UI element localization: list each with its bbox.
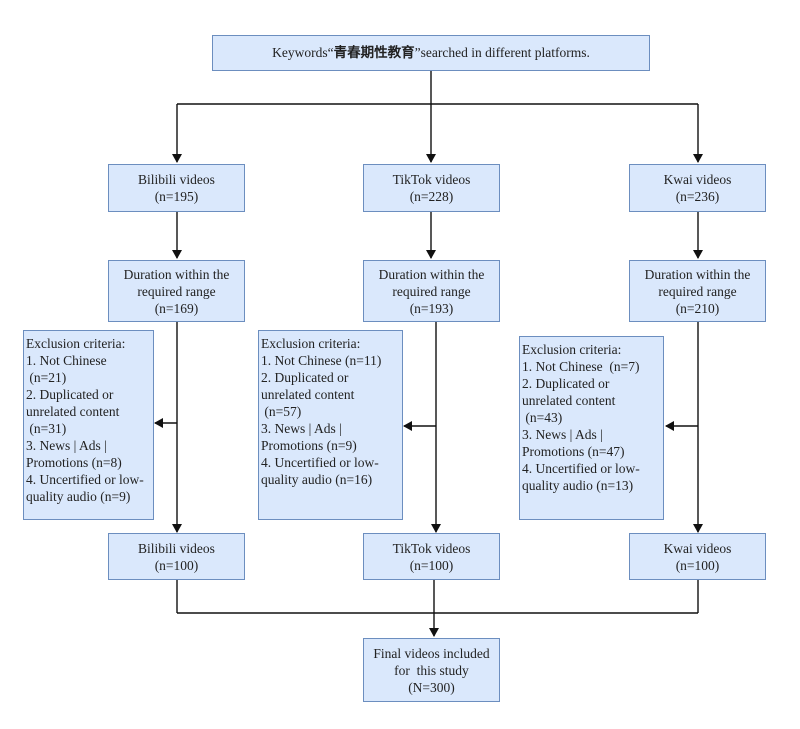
tiktok-exclusion-line: 2. Duplicated or <box>261 370 349 385</box>
kwai-final-count: (n=100) <box>675 557 720 573</box>
bilibili-exclusion-line: Promotions (n=8) <box>26 455 122 470</box>
kwai-final-name: Kwai videos <box>663 540 732 556</box>
tiktok-final-count: (n=100) <box>409 557 454 573</box>
final-total-line2: for this study <box>394 662 469 678</box>
kwai-duration-box: Duration within the required range (n=21… <box>629 260 766 322</box>
tiktok-exclusion-line: Exclusion criteria: <box>261 336 361 351</box>
tiktok-exclusion-line: quality audio (n=16) <box>261 472 373 487</box>
tiktok-duration-line1: Duration within the <box>378 266 485 282</box>
tiktok-search-box: TikTok videos (n=228) <box>363 164 500 212</box>
bilibili-exclusion-line: (n=31) <box>26 421 67 436</box>
bilibili-exclusion-box: Exclusion criteria: 1. Not Chinese (n=21… <box>23 330 154 520</box>
tiktok-exclusion-line: (n=57) <box>261 404 302 419</box>
bilibili-search-box: Bilibili videos (n=195) <box>108 164 245 212</box>
root-box: Keywords“青春期性教育”searched in different pl… <box>212 35 650 71</box>
kwai-exclusion-line: unrelated content <box>522 393 616 408</box>
bilibili-exclusion-line: unrelated content <box>26 404 120 419</box>
bilibili-search-count: (n=195) <box>154 189 199 204</box>
kwai-exclusion-line: 1. Not Chinese (n=7) <box>522 359 640 374</box>
bilibili-exclusion-line: Exclusion criteria: <box>26 336 126 351</box>
final-total-line1: Final videos included <box>373 645 490 661</box>
kwai-exclusion-line: 4. Uncertified or low- <box>522 461 640 476</box>
kwai-duration-line2: required range <box>658 283 737 299</box>
final-total-count: (N=300) <box>408 679 455 695</box>
tiktok-final-name: TikTok videos <box>392 540 471 556</box>
kwai-exclusion-line: Promotions (n=47) <box>522 444 625 459</box>
kwai-search-box: Kwai videos (n=236) <box>629 164 766 212</box>
kwai-exclusion-line: Exclusion criteria: <box>522 342 622 357</box>
bilibili-final-box: Bilibili videos (n=100) <box>108 533 245 580</box>
bilibili-exclusion-line: 4. Uncertified or low- <box>26 472 144 487</box>
kwai-exclusion-box: Exclusion criteria: 1. Not Chinese (n=7)… <box>519 336 664 520</box>
kwai-final-box: Kwai videos (n=100) <box>629 533 766 580</box>
kwai-search-count: (n=236) <box>675 189 720 204</box>
kwai-exclusion-line: quality audio (n=13) <box>522 478 634 493</box>
bilibili-duration-count: (n=169) <box>154 300 199 316</box>
root-keyword-suffix: ”searched in different platforms. <box>414 45 590 60</box>
tiktok-duration-line2: required range <box>392 283 471 299</box>
tiktok-exclusion-line: unrelated content <box>261 387 355 402</box>
bilibili-search-name: Bilibili videos <box>138 172 215 187</box>
bilibili-duration-box: Duration within the required range (n=16… <box>108 260 245 322</box>
tiktok-exclusion-line: 4. Uncertified or low- <box>261 455 379 470</box>
tiktok-exclusion-line: Promotions (n=9) <box>261 438 357 453</box>
final-total-box: Final videos included for this study (N=… <box>363 638 500 702</box>
kwai-exclusion-line: 3. News | Ads | <box>522 427 603 442</box>
root-title: Keywords“青春期性教育”searched in different pl… <box>272 44 590 62</box>
bilibili-final-count: (n=100) <box>154 557 199 573</box>
kwai-duration-line1: Duration within the <box>644 266 751 282</box>
kwai-exclusion-line: (n=43) <box>522 410 563 425</box>
bilibili-exclusion-line: quality audio (n=9) <box>26 489 131 504</box>
tiktok-duration-box: Duration within the required range (n=19… <box>363 260 500 322</box>
tiktok-exclusion-line: 3. News | Ads | <box>261 421 342 436</box>
root-keyword-prefix: Keywords“ <box>272 45 334 60</box>
bilibili-final-name: Bilibili videos <box>138 540 215 556</box>
tiktok-final-box: TikTok videos (n=100) <box>363 533 500 580</box>
tiktok-search-count: (n=228) <box>409 189 454 204</box>
tiktok-search-name: TikTok videos <box>392 172 471 187</box>
tiktok-exclusion-line: 1. Not Chinese (n=11) <box>261 353 382 368</box>
bilibili-exclusion-line: 2. Duplicated or <box>26 387 114 402</box>
kwai-duration-count: (n=210) <box>675 300 720 316</box>
root-keyword: 青春期性教育 <box>333 45 415 61</box>
kwai-search-name: Kwai videos <box>663 172 732 187</box>
tiktok-duration-count: (n=193) <box>409 300 454 316</box>
bilibili-duration-line1: Duration within the <box>123 266 230 282</box>
bilibili-exclusion-line: 3. News | Ads | <box>26 438 107 453</box>
bilibili-exclusion-line: (n=21) <box>26 370 67 385</box>
bilibili-duration-line2: required range <box>137 283 216 299</box>
bilibili-exclusion-line: 1. Not Chinese <box>26 353 107 368</box>
tiktok-exclusion-box: Exclusion criteria: 1. Not Chinese (n=11… <box>258 330 403 520</box>
kwai-exclusion-line: 2. Duplicated or <box>522 376 610 391</box>
